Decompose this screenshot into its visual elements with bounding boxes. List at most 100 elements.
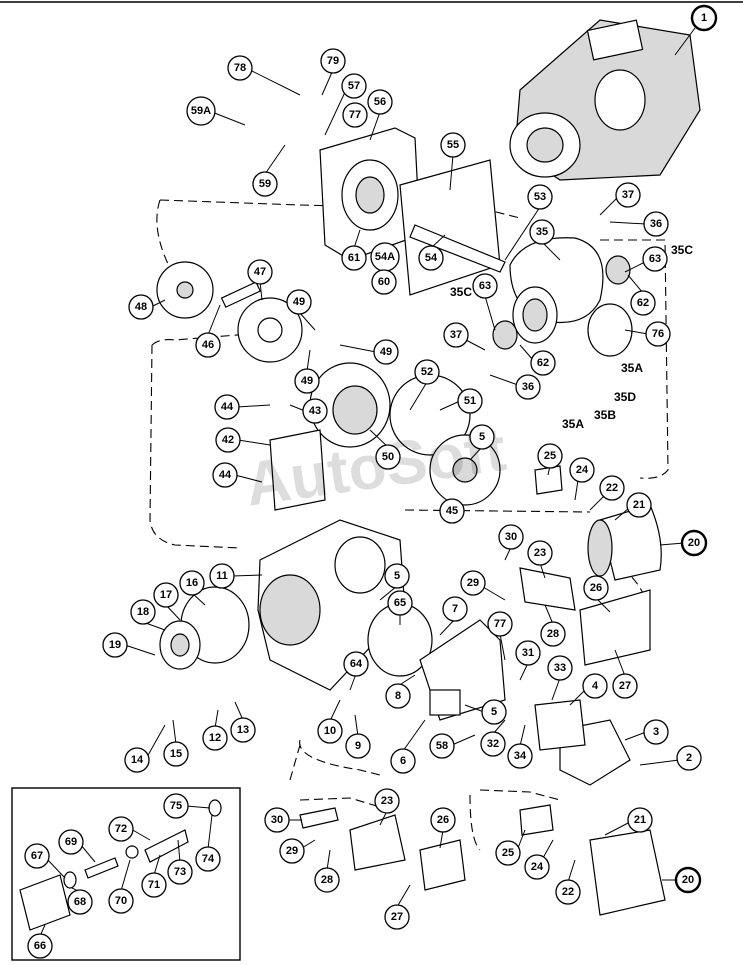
callout-circle — [212, 462, 238, 488]
callout-44: 44 — [214, 394, 240, 420]
callout-36: 36 — [643, 211, 669, 237]
callout-number: 54A — [375, 251, 395, 263]
leader-lines — [39, 27, 696, 937]
callout-number: 5 — [394, 570, 400, 582]
callout-19: 19 — [102, 632, 128, 658]
callout-number: 70 — [115, 895, 127, 907]
callout-circle — [599, 475, 625, 501]
callout-number: 45 — [446, 505, 458, 517]
callout-number: 79 — [327, 55, 339, 67]
callout-number: 44 — [221, 401, 234, 413]
callout-number: 9 — [355, 740, 361, 752]
callout-79: 79 — [320, 48, 346, 74]
callout-number: 46 — [202, 339, 214, 351]
callout-30: 30 — [498, 524, 524, 550]
callout-circle — [384, 904, 410, 930]
callout-number: 25 — [502, 847, 514, 859]
callout-number: 28 — [547, 628, 559, 640]
callout-6: 6 — [390, 748, 416, 774]
callout-circle — [279, 838, 305, 864]
callout-circle — [341, 73, 367, 99]
callout-circle — [643, 211, 669, 237]
callout-47: 47 — [247, 259, 273, 285]
callout-number: 6 — [400, 755, 406, 767]
callout-63: 63 — [472, 273, 498, 299]
callout-circle — [443, 322, 469, 348]
callout-number: 48 — [135, 301, 147, 313]
callout-circle — [469, 424, 495, 450]
callout-circle — [367, 89, 393, 115]
callout-number: 36 — [650, 218, 662, 230]
callout-36: 36 — [515, 374, 541, 400]
callout-circle — [643, 719, 669, 745]
callout-number: 1 — [701, 12, 707, 24]
callout-circle — [108, 888, 134, 914]
callout-circle — [537, 443, 563, 469]
callout-circle — [480, 731, 506, 757]
callout-circle — [314, 867, 340, 893]
callout-number: 16 — [186, 577, 198, 589]
callout-20: 20 — [674, 866, 702, 894]
callout-27: 27 — [384, 904, 410, 930]
callout-number: 64 — [350, 658, 363, 670]
callout-circle — [209, 563, 235, 589]
callout-number: 49 — [301, 375, 313, 387]
callout-circle — [252, 171, 278, 197]
inset-box — [11, 787, 241, 961]
callout-circle — [630, 290, 656, 316]
callout-number: 49 — [380, 346, 392, 358]
callout-number: 55 — [447, 139, 459, 151]
callout-67: 67 — [24, 843, 50, 869]
callout-29: 29 — [460, 570, 486, 596]
callout-number: 12 — [209, 732, 221, 744]
callout-circle — [481, 699, 507, 725]
callout-number: 14 — [131, 754, 144, 766]
callout-circle — [515, 374, 541, 400]
callout-circle — [430, 807, 456, 833]
callout-8: 8 — [385, 683, 411, 709]
callout-circle — [540, 621, 566, 647]
callout-49: 49 — [373, 339, 399, 365]
callout-number: 63 — [479, 280, 491, 292]
callout-circle — [373, 339, 399, 365]
callout-circle — [286, 289, 312, 315]
callout-3: 3 — [643, 719, 669, 745]
callout-77: 77 — [342, 102, 368, 128]
callout-circle — [67, 889, 93, 915]
servo-cylinder-upper — [519, 465, 662, 666]
callout-circle — [527, 540, 553, 566]
callout-circle — [186, 96, 216, 126]
callout-circle — [214, 394, 240, 420]
callout-number: 61 — [348, 252, 360, 264]
callout-25: 25 — [495, 840, 521, 866]
callout-circle — [569, 457, 595, 483]
callout-circle — [58, 829, 84, 855]
callout-65: 65 — [387, 590, 413, 616]
callout-circle — [371, 269, 397, 295]
assembly-dashed-outlines — [149, 199, 669, 851]
callout-59A: 59A — [186, 96, 216, 126]
callout-35A: 35A — [621, 361, 643, 375]
callout-number: 5 — [479, 431, 485, 443]
callout-35C: 35C — [671, 243, 693, 257]
callout-number: 63 — [649, 253, 661, 265]
callout-number: 35B — [594, 408, 616, 422]
callout-circle — [227, 55, 253, 81]
callout-number: 24 — [576, 464, 589, 476]
shaft-54 — [409, 224, 506, 273]
callout-number: 19 — [109, 639, 121, 651]
callout-number: 25 — [544, 450, 556, 462]
callout-number: 20 — [682, 874, 694, 886]
callout-34: 34 — [507, 743, 533, 769]
callout-number: 2 — [686, 752, 692, 764]
callout-circle — [195, 846, 221, 872]
callout-number: 33 — [554, 662, 566, 674]
callout-number: 78 — [234, 62, 246, 74]
callout-number: 8 — [395, 690, 401, 702]
callout-number: 60 — [378, 276, 390, 288]
callout-37: 37 — [615, 182, 641, 208]
callout-15: 15 — [163, 741, 189, 767]
callout-4: 4 — [582, 673, 608, 699]
callout-59: 59 — [252, 171, 278, 197]
